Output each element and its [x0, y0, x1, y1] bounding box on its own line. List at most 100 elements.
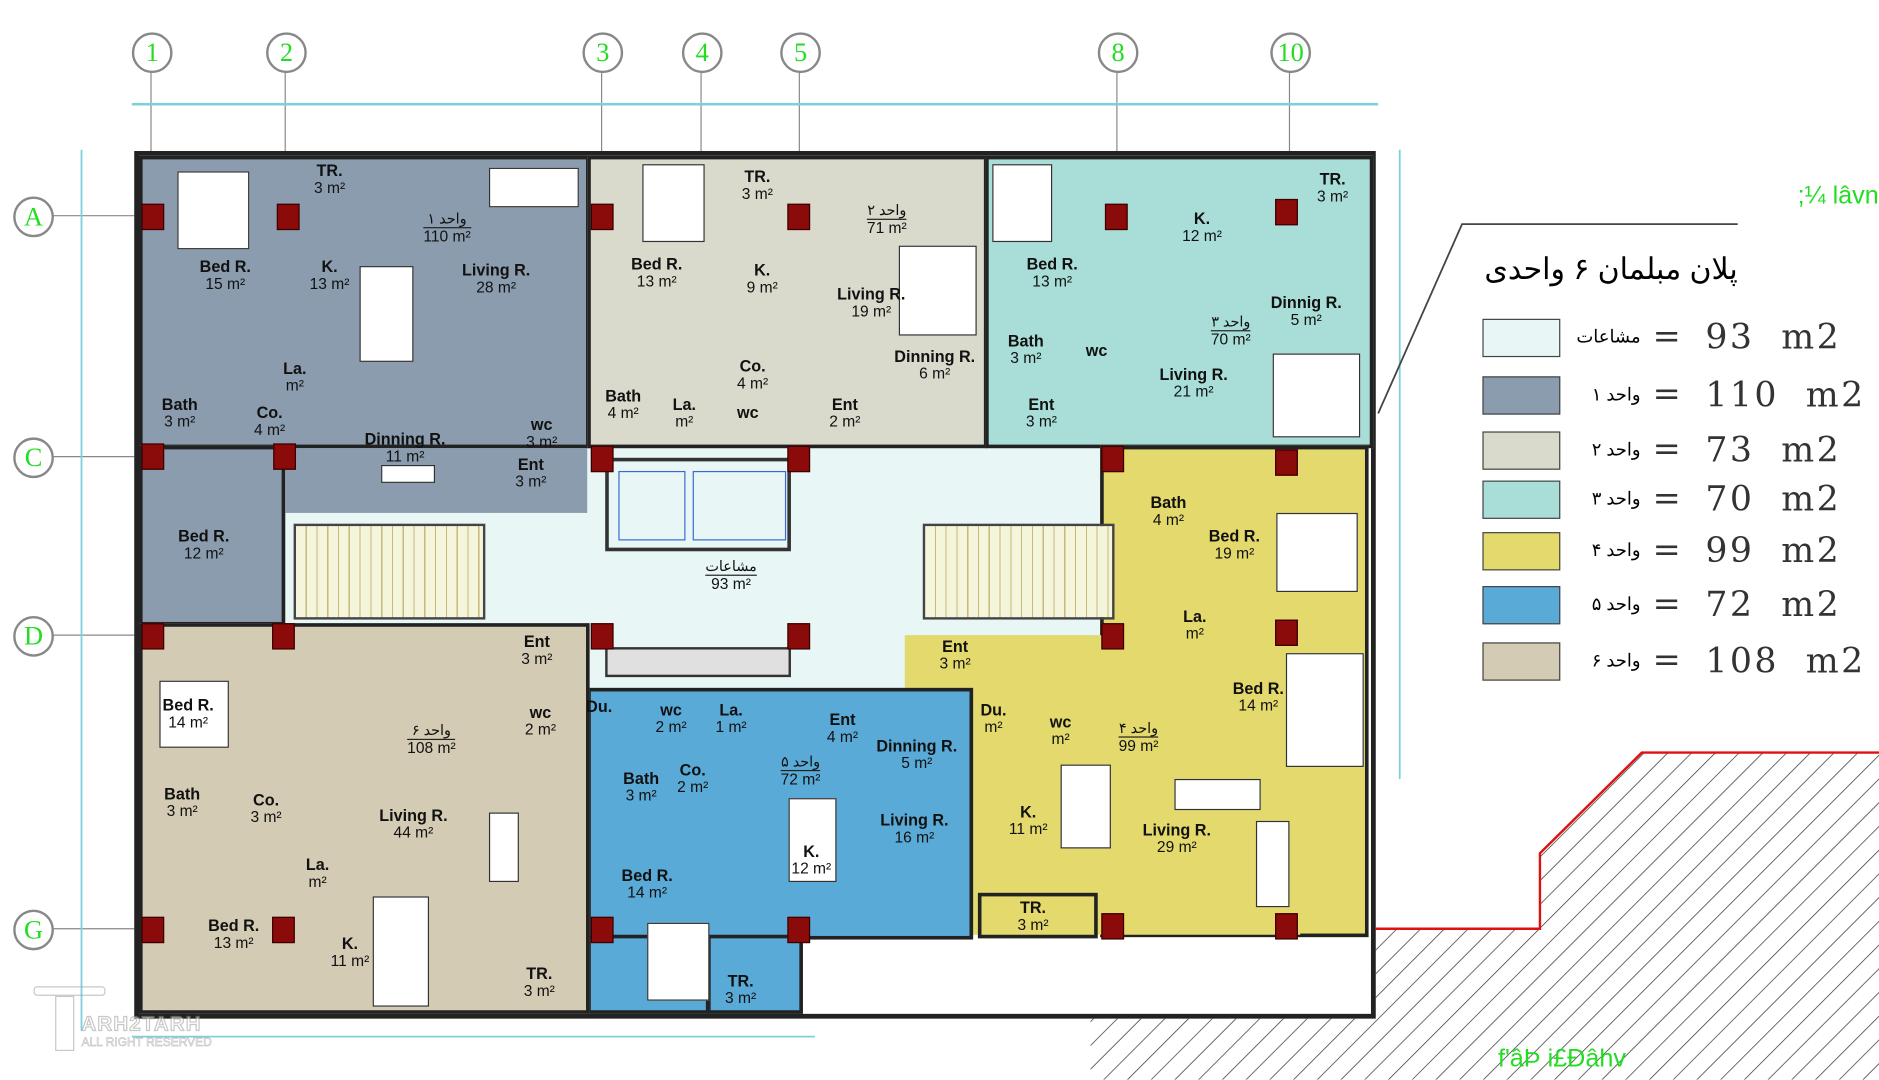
room-area: 5 m² — [901, 753, 933, 772]
room-label: Dinning R.5 m² — [876, 738, 957, 772]
room-area: 29 m² — [1156, 837, 1197, 856]
room-area: 3 m² — [166, 801, 198, 820]
room-area: 13 m² — [1032, 272, 1073, 291]
room-label: Dinning R.11 m² — [365, 431, 446, 465]
legend-swatch — [1482, 532, 1561, 571]
room-area: 1 m² — [715, 717, 747, 736]
room-name: La. — [305, 855, 330, 874]
room-name: Co. — [739, 357, 766, 376]
column-marker — [272, 623, 295, 650]
column-marker — [590, 445, 614, 473]
column-marker — [141, 623, 165, 650]
legend-label: مشاعات — [1576, 327, 1641, 348]
legend-swatch — [1482, 431, 1561, 470]
room-name: Bed R. — [631, 255, 683, 274]
room-area: 19 m² — [1214, 544, 1255, 563]
room-name: TR. — [1019, 898, 1047, 917]
room-name: Living R. — [837, 285, 906, 304]
room-name: Ent — [831, 395, 858, 414]
grid-bubble-8: 8 — [1097, 32, 1139, 74]
legend-equals: = — [1652, 478, 1681, 518]
room-label: Living R.44 m² — [379, 807, 447, 842]
room-name: TR. — [316, 161, 343, 180]
room-name: wc — [529, 703, 552, 722]
room-label: La.m² — [673, 396, 696, 431]
room-name: واحد ۲ — [866, 201, 907, 220]
legend-row: مشاعات=93 m2 — [1482, 316, 1877, 362]
room-area: 14 m² — [168, 713, 209, 732]
dining-table — [1060, 764, 1111, 849]
room-label: Bed R.19 m² — [1209, 528, 1260, 562]
room-area: 3 m² — [939, 654, 971, 673]
unit-4-tr-area — [977, 892, 1098, 939]
unit-1-entry-area — [285, 448, 588, 513]
room-name: Dinnig R. — [1270, 293, 1342, 312]
room-name: Bath — [623, 769, 660, 788]
room-area: 3 m² — [741, 184, 773, 203]
room-area: 11 m² — [330, 951, 370, 970]
column-marker — [1275, 619, 1298, 646]
room-area: 9 m² — [746, 278, 778, 297]
room-name: Ent — [1028, 395, 1055, 414]
kitchen-island — [788, 798, 837, 883]
sofa — [898, 245, 977, 336]
room-area: 3 m² — [515, 472, 547, 491]
column-marker — [141, 916, 165, 944]
room-name: Living R. — [880, 811, 949, 830]
room-area: 4 m² — [254, 420, 286, 439]
room-name: Du. — [980, 701, 1007, 720]
room-name: واحد ۶ — [407, 722, 456, 741]
room-name: TR. — [744, 167, 771, 186]
sofa — [1174, 778, 1261, 811]
room-area: 2 m² — [524, 720, 557, 739]
room-name: Bath — [605, 387, 642, 406]
room-area: 4 m² — [1152, 510, 1185, 529]
room-area: 2 m² — [677, 777, 709, 796]
room-area: 3 m² — [725, 988, 757, 1007]
room-name: Dinning R. — [876, 737, 958, 755]
legend-value: 70 m2 — [1705, 478, 1842, 519]
room-name: Co. — [679, 760, 706, 779]
legend-equals: = — [1652, 529, 1681, 570]
shaft-duct — [605, 647, 791, 678]
kitchen-island — [359, 266, 414, 362]
column-marker — [787, 203, 811, 231]
grid-bubble-C: C — [13, 437, 54, 479]
room-name: Bed R. — [1026, 255, 1078, 274]
room-area: 12 m² — [1182, 226, 1222, 245]
grid-lines — [50, 69, 1291, 930]
column-marker — [1275, 913, 1298, 940]
bed-furniture — [1285, 653, 1364, 767]
column-marker — [1101, 913, 1125, 940]
room-name: Bath — [1007, 331, 1044, 350]
room-label: K.12 m² — [791, 843, 831, 878]
room-label: La.1 m² — [715, 702, 746, 736]
annotation-bottom-right: f'âÞ i£Ðâhv — [1498, 1045, 1626, 1073]
column-marker — [590, 623, 614, 650]
room-name: K. — [321, 257, 338, 276]
room-name: K. — [754, 261, 771, 280]
room-area: 13 m² — [636, 272, 677, 291]
room-area: 4 m² — [826, 727, 859, 746]
legend-value: 99 m2 — [1705, 529, 1842, 571]
legend-label: واحد ۲ — [1591, 439, 1641, 461]
grid-bubble-G: G — [13, 909, 54, 951]
legend-value: 110 m2 — [1705, 373, 1866, 415]
grid-bubble-D: D — [13, 615, 54, 657]
room-label: K.13 m² — [310, 257, 350, 293]
room-area: 13 m² — [213, 933, 254, 952]
bed-furniture — [159, 680, 229, 748]
legend-row: واحد ۳=70 m2 — [1482, 478, 1877, 524]
unit-5-tr-area — [707, 934, 803, 1014]
column-marker — [590, 916, 614, 944]
room-name: Ent — [517, 455, 544, 474]
